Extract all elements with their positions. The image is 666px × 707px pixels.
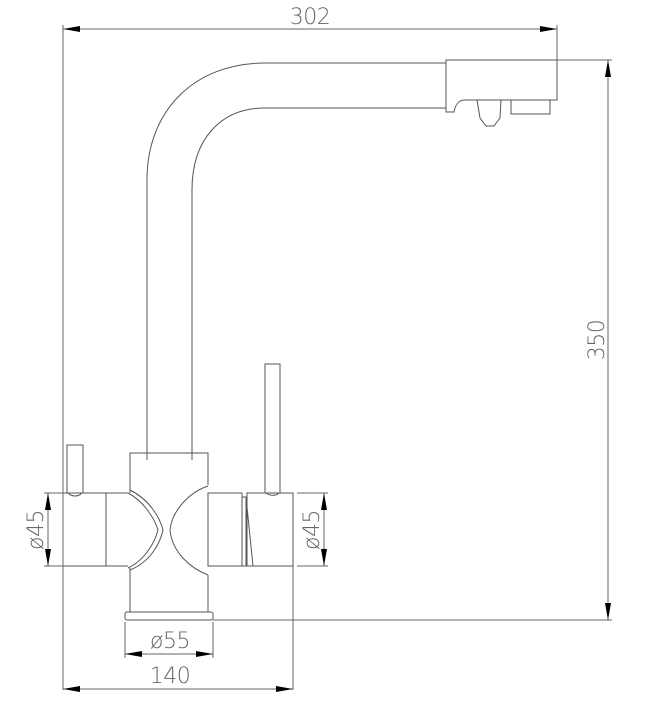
dimension-left-handle-diameter: ø45 xyxy=(24,492,63,567)
dimension-label-left-o45: ø45 xyxy=(24,510,49,550)
dimension-spout-reach: 302 xyxy=(62,5,558,690)
dimension-label-350: 350 xyxy=(585,320,610,361)
dimension-label-o55: ø55 xyxy=(150,629,190,654)
dimension-label-right-o45: ø45 xyxy=(300,510,325,550)
dimension-label-302: 302 xyxy=(290,5,331,30)
dimension-body-width: 140 xyxy=(63,664,293,692)
dimension-label-140: 140 xyxy=(150,664,191,689)
spout xyxy=(146,59,558,460)
left-handle xyxy=(62,444,128,567)
faucet-body xyxy=(124,452,214,621)
right-handle xyxy=(207,363,294,567)
dimension-total-height: 350 xyxy=(213,59,612,621)
dimension-right-handle-diameter: ø45 xyxy=(292,492,328,690)
dimension-base-diameter: ø55 xyxy=(124,622,214,658)
